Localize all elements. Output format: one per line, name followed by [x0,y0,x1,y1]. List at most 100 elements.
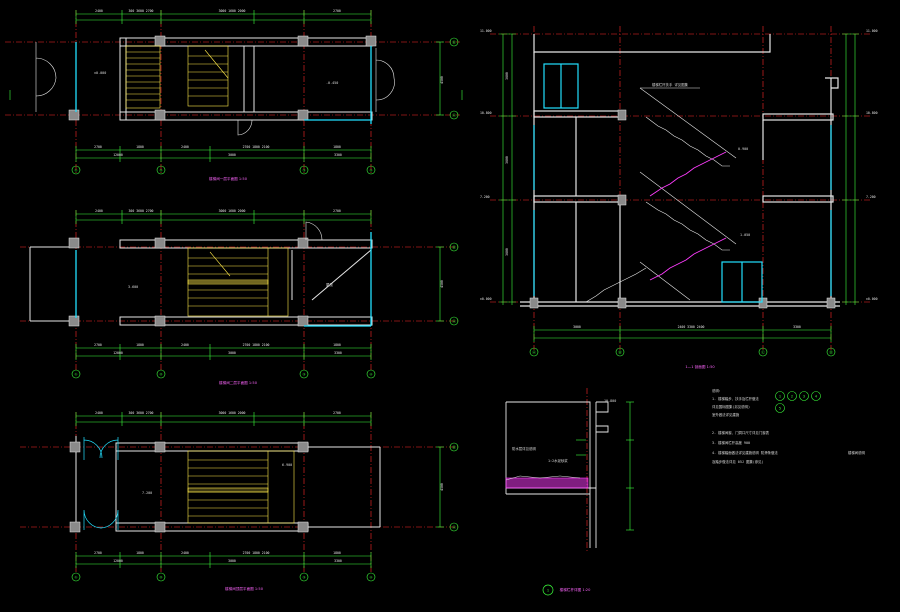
legend-circle-4: 4 [815,394,817,398]
notes-right-label: 楼梯间说明 [848,450,866,455]
section-level-right-2: 10.800 [866,111,878,115]
notes-line-6: 4. 楼梯踏面做法详见建施说明 防滑条做法 [712,450,778,455]
section-axis-b: Ⓑ [618,349,622,354]
legend-circle-5: 5 [779,406,781,410]
plan2-bottom-dim-4: 2700 1800 2100 [243,343,270,347]
plan-ground-floor: ① ② ③ ④ Ⓑ Ⓐ 2400 300 3600 2700 3000 1600… [5,9,463,181]
section-level-left-2: 10.800 [480,111,492,115]
plan3-axis-a: Ⓐ [452,524,456,529]
plan1-caption: 楼梯间一层平面图 1:50 [209,176,248,181]
plan2-axis-2: ② [159,372,163,376]
notes-line-1: 1. 楼梯踏步、扶手及栏杆做法 [712,396,759,401]
plan2-top-dim-3: 3000 1600 2000 [219,209,246,213]
plan2-axis-4: ④ [369,372,373,376]
plan3-top-dim-2: 300 3600 2700 [129,411,154,415]
plan2-top-dim-2: 300 3600 2700 [129,209,154,213]
plan2-side-dim: 4500 [440,280,444,288]
plan3-bottom-dim-5: 1800 [333,551,341,555]
plan2-bottom-dim-3: 2400 [181,343,189,347]
plan2-axis-3: ③ [302,372,306,376]
notes-line-5: 3. 楼梯间栏杆高度 900 [712,440,750,445]
section-level-right-4: ±0.000 [866,297,878,301]
plan1-top-dim-4: 2700 [333,9,341,13]
plan3-side-dim: 4500 [440,483,444,491]
plan1-top-dim-1: 2400 [95,9,103,13]
plan1-side-dim: 4500 [440,76,444,84]
section-axis-a: Ⓐ [532,349,536,354]
plan2-level-1: 3.600 [128,285,138,289]
plan3-total-dim-2: 3000 [228,559,236,563]
section-level-right-3: 7.200 [866,195,876,199]
section-axis-c: Ⓒ [761,349,765,354]
plan2-top-dim-1: 2400 [95,209,103,213]
plan2-total-dim-3: 3300 [334,351,342,355]
section-side-dim-2: 3600 [505,156,509,164]
plan1-total-dim-1: 12000 [113,153,123,157]
plan3-total-dim-3: 3300 [334,559,342,563]
section-level-left-4: ±0.000 [480,297,492,301]
legend-circle-1: 1 [779,394,781,398]
plan1-axis-1: ① [74,168,78,172]
notes-line-7: 及踏步做法详见 05J 图集(参见) [712,459,764,464]
plan3-bottom-dim-4: 2700 1800 2100 [243,551,270,555]
plan3-axis-b: Ⓑ [452,444,456,449]
notes-line-3: 室外做法详见建施 [712,412,740,417]
section-side-dim-3: 3600 [505,248,509,256]
notes-legend: 说明: 1. 楼梯踏步、扶手及栏杆做法 详见国标图集(另见说明) 室外做法详见建… [712,388,866,464]
section-bottom-dim-3: 3300 [793,325,801,329]
plan3-axis-1: ① [74,575,78,579]
plan2-total-dim-1: 12000 [113,351,123,355]
plan1-axis-3: ③ [302,168,306,172]
railing-detail: 1 10.800 防水层详见说明 1:2水泥砂浆 楼梯栏杆详图 1:20 [505,388,634,596]
plan1-bottom-dim-5: 1800 [333,145,341,149]
detail-label-3: 1:2水泥砂浆 [548,458,568,463]
plan3-bottom-dim-1: 2700 [94,551,102,555]
plan-top-floor: ① ② ③ ④ Ⓑ Ⓐ 2400 300 3600 2700 3000 1600… [20,411,460,591]
plan1-bottom-dim-4: 2700 1800 2100 [243,145,270,149]
section-note-2: 0.900 [738,147,748,151]
plan1-top-dim-3: 3000 1600 2000 [219,9,246,13]
plan3-bottom-dim-3: 2400 [181,551,189,555]
plan3-axis-4: ④ [369,575,373,579]
notes-line-4: 2. 楼梯间窗、门洞口尺寸详见门窗表 [712,430,770,435]
plan1-axis-4: ④ [369,168,373,172]
section-note-3: 1.050 [740,233,750,237]
detail-label-1: 10.800 [604,399,616,403]
plan1-axis-a: Ⓐ [452,112,456,117]
plan1-level-2: -0.450 [326,81,338,85]
detail-label-2: 防水层详见说明 [512,446,536,451]
plan-second-floor: ① ② ③ ④ Ⓑ Ⓐ 2400 300 3600 2700 3000 1600… [20,209,460,385]
plan1-total-dim-3: 3300 [334,153,342,157]
section-level-left-3: 7.200 [480,195,490,199]
plan2-axis-a: Ⓐ [452,318,456,323]
plan1-total-dim-2: 3000 [228,153,236,157]
plan1-bottom-dim-3: 2400 [181,145,189,149]
plan1-axis-2: ② [159,168,163,172]
plan1-top-dim-2: 300 3600 2700 [129,9,154,13]
section-side-dim-1: 3600 [505,72,509,80]
section-note-1: 楼梯栏杆扶手 详见图集 [652,82,689,87]
plan2-bottom-dim-2: 1800 [136,343,144,347]
section-1-1: Ⓐ Ⓑ Ⓒ Ⓓ 11.000 10.800 7.200 ±0.000 11.00… [480,26,878,369]
plan1-level-1: ±0.000 [94,71,106,75]
plan3-top-dim-4: 2700 [333,411,341,415]
detail-caption: 楼梯栏杆详图 1:20 [560,587,591,592]
plan2-total-dim-2: 3000 [228,351,236,355]
notes-title: 说明: [712,388,721,393]
plan3-axis-3: ③ [302,575,306,579]
plan3-caption: 楼梯间顶层平面图 1:50 [225,586,264,591]
section-bottom-dim-2: 2400 3300 2400 [678,325,705,329]
plan3-level-2: 6.900 [282,463,292,467]
section-caption: 1—1 剖面图 1:50 [685,364,715,369]
section-level-left-1: 11.000 [480,29,492,33]
notes-line-2: 详见国标图集(另见说明) [712,404,750,409]
plan3-level-1: 7.200 [142,491,152,495]
plan2-top-dim-4: 2700 [333,209,341,213]
plan3-top-dim-1: 2400 [95,411,103,415]
plan3-bottom-dim-2: 1800 [136,551,144,555]
plan2-caption: 楼梯间二层平面图 1:50 [219,380,258,385]
plan2-bottom-dim-5: 1800 [333,343,341,347]
plan3-axis-2: ② [159,575,163,579]
plan2-axis-b: Ⓑ [452,244,456,249]
